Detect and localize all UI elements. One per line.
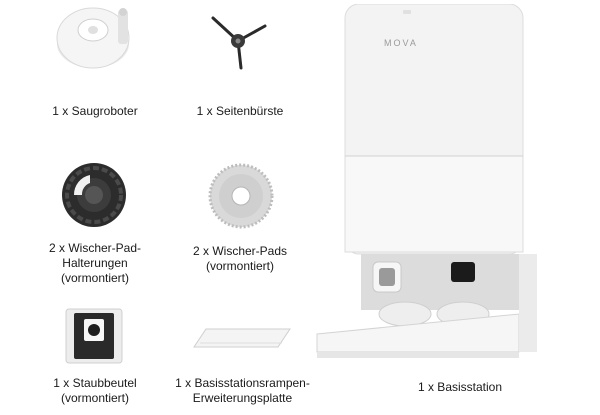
- caption-mop-pad: 2 x Wischer-Pads (vormontiert): [192, 244, 288, 273]
- caption-ramp-extension-plate: 1 x Basisstationsrampen- Erweiterungspla…: [175, 376, 310, 405]
- caption-side-brush: 1 x Seitenbürste: [196, 104, 284, 118]
- caption-base-station: 1 x Basisstation: [417, 380, 503, 394]
- side-brush-image: [207, 12, 269, 70]
- mop-pad-image: [208, 163, 274, 229]
- robot-vacuum-image: [53, 0, 135, 72]
- caption-mop-pad-holder: 2 x Wischer-Pad- Halterungen (vormontier…: [48, 241, 142, 285]
- ramp-extension-plate-image: [192, 325, 292, 351]
- mop-pad-holder-image: [60, 161, 128, 229]
- dust-bag-image: [64, 307, 124, 365]
- caption-dust-bag: 1 x Staubbeutel (vormontiert): [53, 376, 137, 405]
- base-station-image: [313, 4, 553, 364]
- caption-robot-vacuum: 1 x Saugroboter: [52, 104, 138, 118]
- mova-logo: MOVA: [384, 38, 418, 48]
